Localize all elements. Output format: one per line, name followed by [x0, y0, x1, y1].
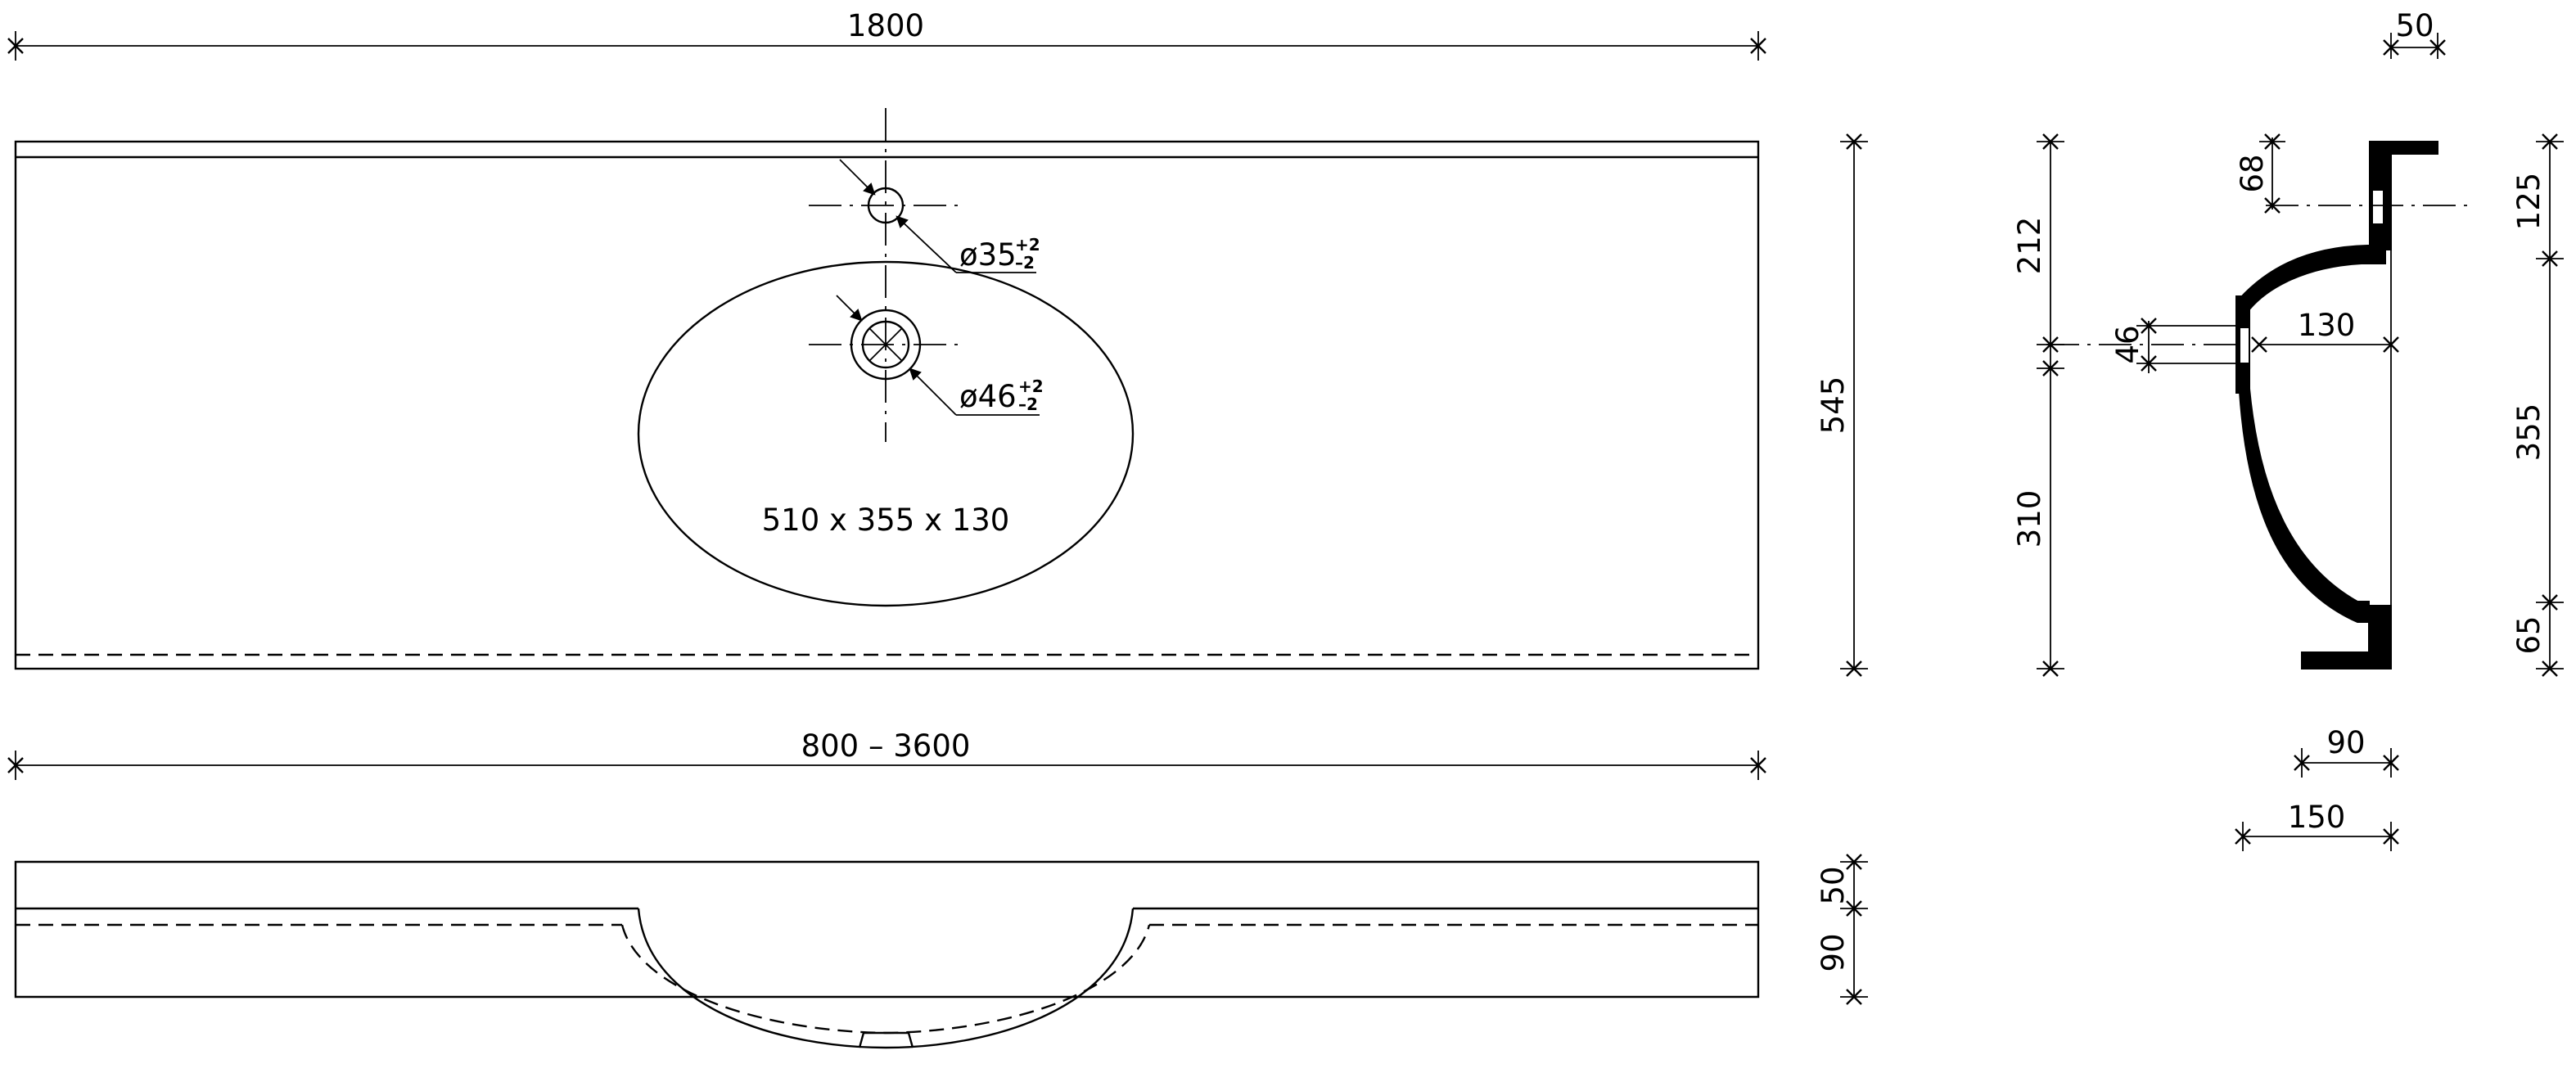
front-slab-outline — [14, 860, 1760, 999]
side-125-label: 125 — [2511, 173, 2547, 231]
tap-hole-label: ø35 — [959, 237, 1017, 273]
dimension-side-right-heights: 125 355 65 — [2511, 133, 2564, 678]
side-130-label: 130 — [2298, 308, 2356, 343]
dimension-side-bottom-150: 150 — [2234, 800, 2400, 851]
side-46-label: 46 — [2110, 325, 2145, 363]
section-profile — [2239, 141, 2438, 669]
side-65-label: 65 — [2511, 615, 2547, 654]
svg-text:+2: +2 — [1018, 376, 1044, 396]
tap-hole: ø35 +2 –2 — [809, 159, 1040, 273]
svg-text:–2: –2 — [1018, 394, 1038, 414]
basin-bowl-outline — [637, 908, 1135, 1049]
dimension-side-left-heights: 212 310 — [2012, 133, 2064, 678]
front-height-bottom-label: 90 — [1816, 933, 1851, 972]
side-top-width-label: 50 — [2395, 8, 2434, 43]
svg-text:–2: –2 — [1015, 253, 1035, 273]
dimension-depth: 545 — [1816, 133, 1868, 678]
length-range-label: 800 – 3600 — [801, 728, 971, 764]
drain-slot — [2239, 327, 2250, 364]
side-68-label: 68 — [2235, 154, 2270, 192]
dimension-side-46: 46 — [2110, 317, 2243, 373]
depth-label: 545 — [1816, 376, 1851, 435]
side-bottom-150-label: 150 — [2288, 800, 2346, 835]
side-212-label: 212 — [2012, 217, 2047, 275]
front-view: 800 – 3600 50 90 — [7, 728, 1868, 1049]
side-355-label: 355 — [2511, 404, 2547, 462]
top-slot — [2371, 189, 2384, 225]
dimension-side-top: 50 — [2382, 8, 2447, 59]
basin-outline — [637, 260, 1135, 607]
dimension-side-130: 130 — [2250, 308, 2400, 354]
front-height-top-label: 50 — [1816, 866, 1851, 904]
basin-dimension-label: 510 x 355 x 130 — [762, 503, 1010, 538]
countertop-outline — [14, 140, 1760, 670]
basin-bowl-hidden — [620, 924, 1151, 1035]
drain-outlet — [858, 1031, 914, 1048]
dimension-side-68: 68 — [2235, 133, 2285, 214]
side-310-label: 310 — [2012, 490, 2047, 548]
side-section: 50 68 212 310 — [2012, 8, 2564, 851]
dimension-length-range: 800 – 3600 — [7, 728, 1767, 780]
top-length-label: 1800 — [847, 8, 924, 43]
drain-hole-label: ø46 — [959, 379, 1017, 414]
top-view: 1800 510 x 355 x 130 ø35 +2 –2 — [7, 8, 1868, 678]
dimension-side-bottom-90: 90 — [2293, 725, 2400, 778]
dimension-top-length: 1800 — [7, 8, 1767, 61]
dimension-front-heights: 50 90 — [1816, 853, 1868, 1006]
drain-hole: ø46 +2 –2 — [809, 295, 1044, 416]
svg-text:+2: +2 — [1015, 235, 1040, 255]
side-bottom-90-label: 90 — [2326, 725, 2365, 760]
